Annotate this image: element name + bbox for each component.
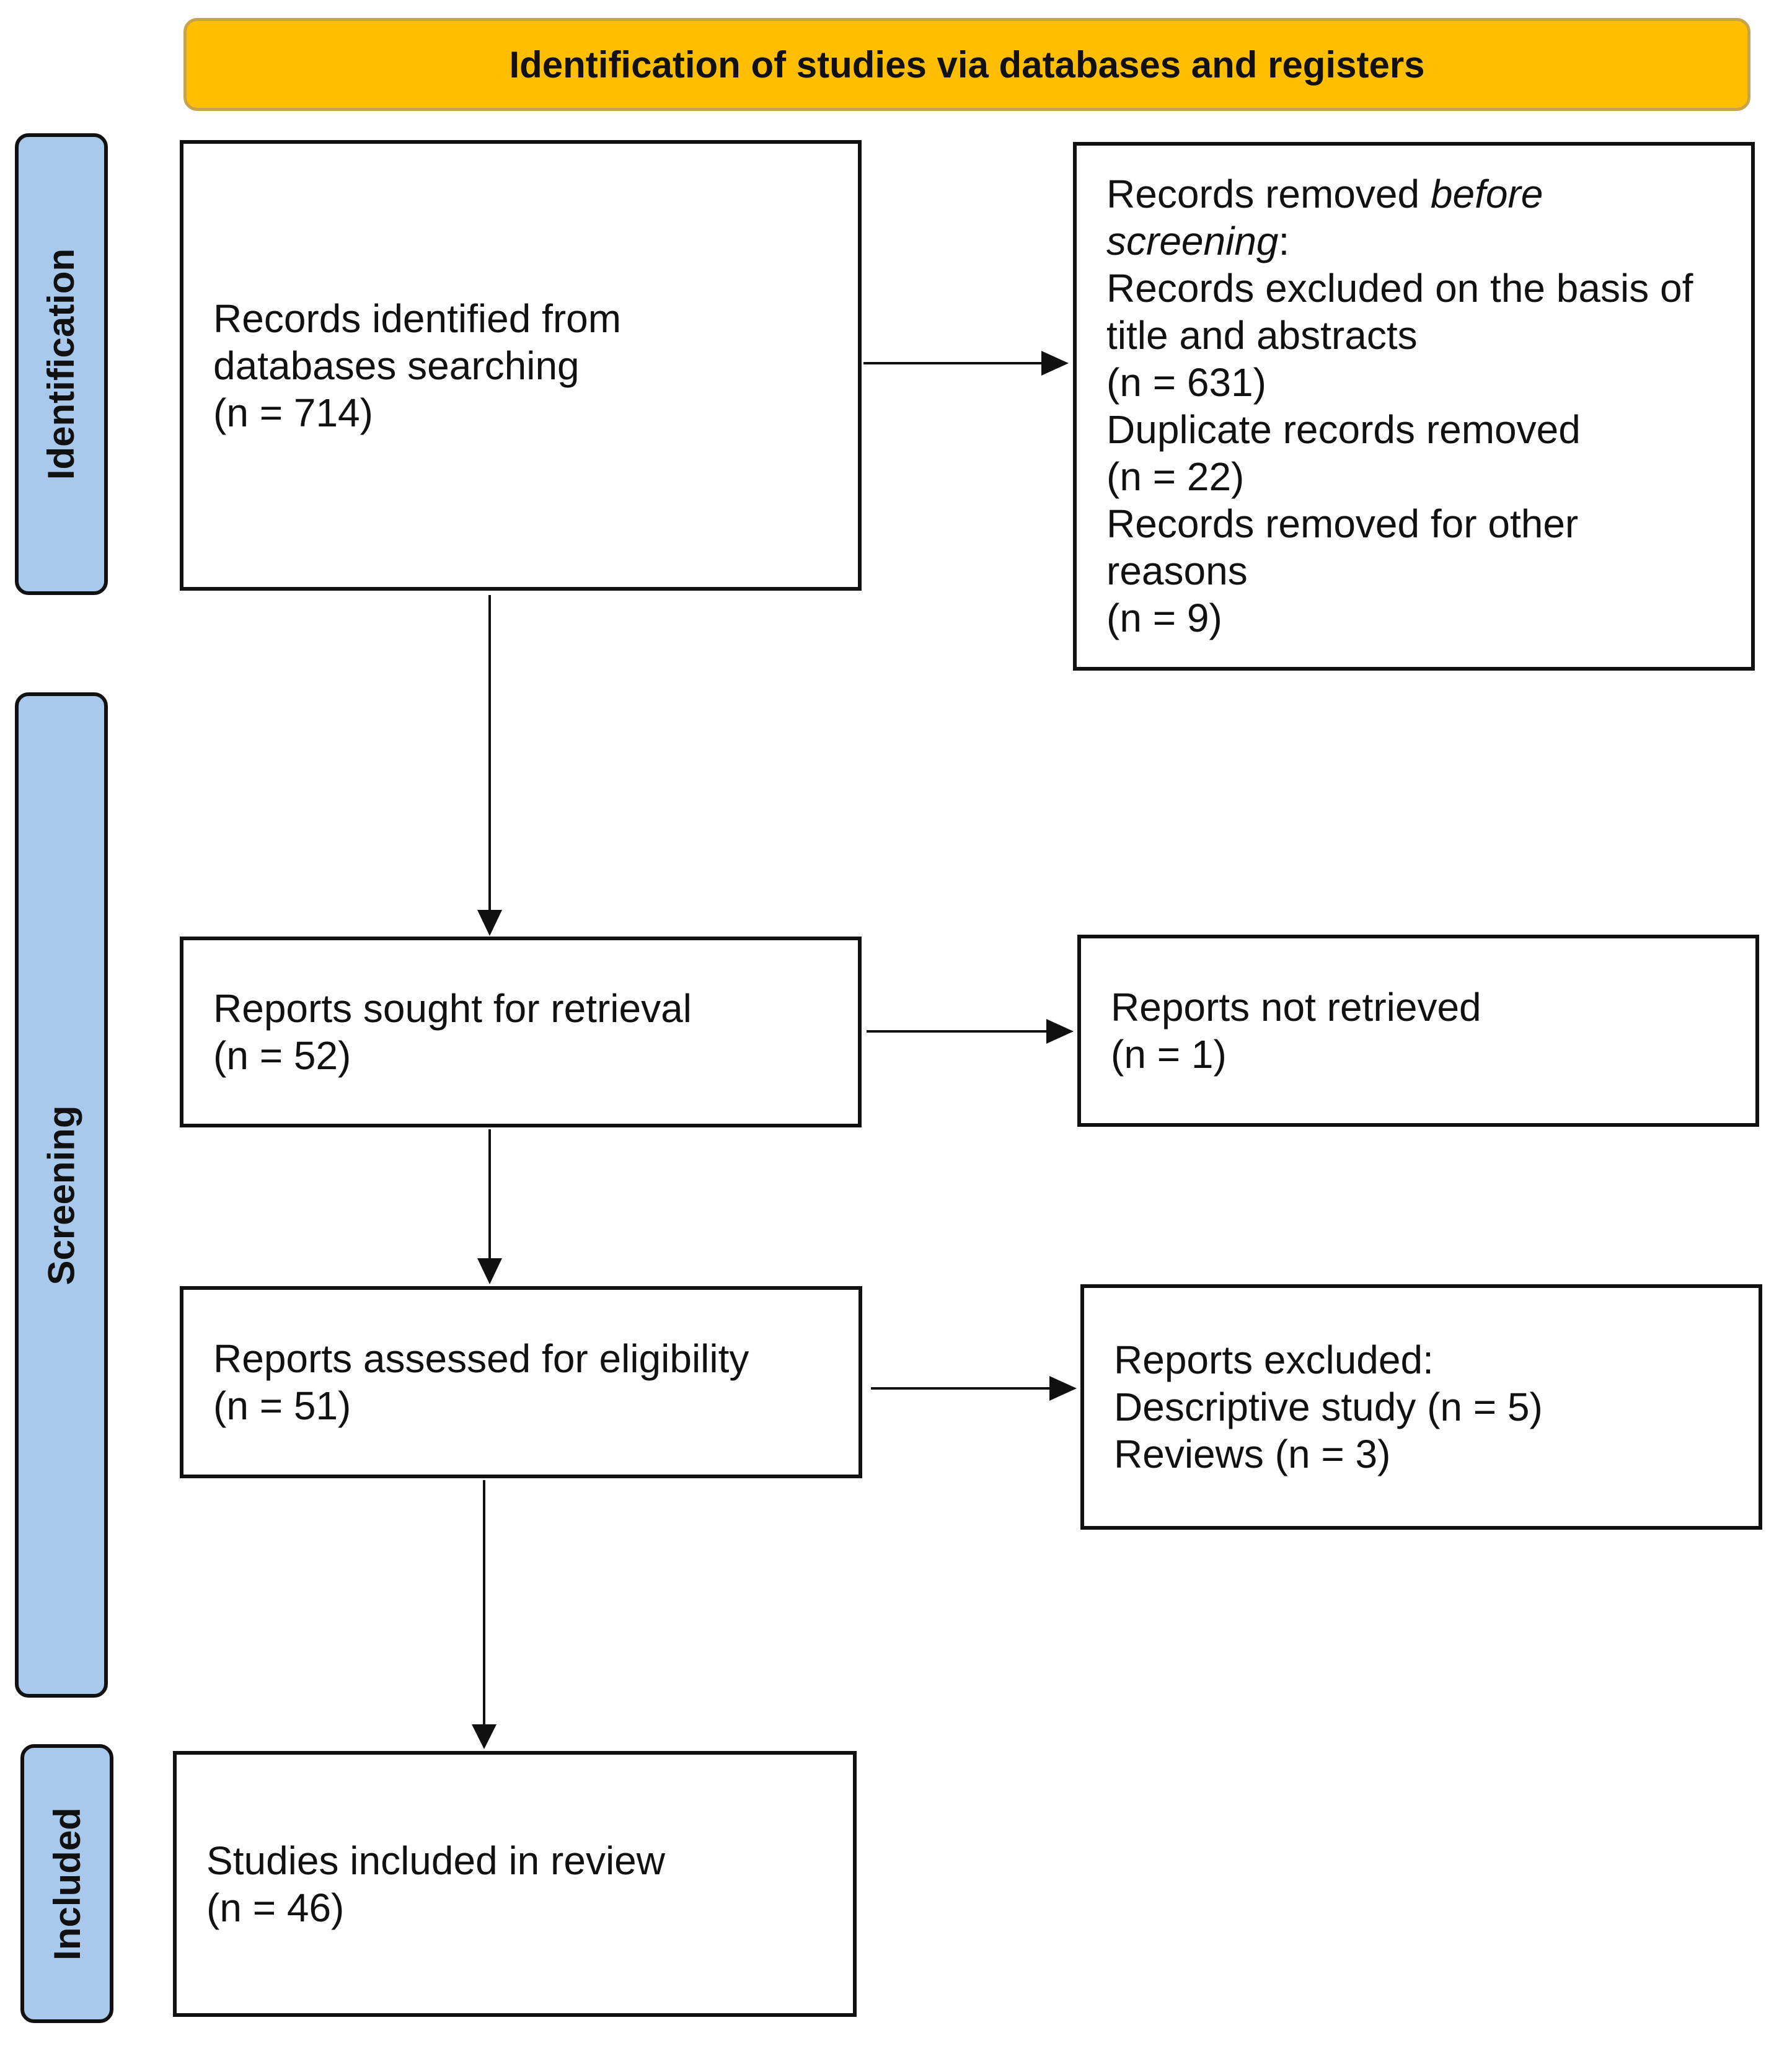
header-title: Identification of studies via databases … [509,43,1425,86]
records-identified-line2: databases searching [213,343,580,388]
reports-assessed-box: Reports assessed for eligibility (n = 51… [180,1286,862,1478]
reports-excluded-line2: Descriptive study (n = 5) [1114,1385,1543,1429]
reports-sought-box: Reports sought for retrieval (n = 52) [180,937,862,1127]
arrow-identified-to-sought-head [477,910,502,936]
records-removed-line5: (n = 631) [1106,360,1266,405]
records-identified-box: Records identified from databases search… [180,140,862,591]
records-removed-line10: (n = 9) [1106,596,1222,640]
records-removed-line1: Records removed before [1106,172,1543,216]
records-removed-line2: screening: [1106,219,1290,263]
diagram-header: Identification of studies via databases … [183,18,1750,111]
reports-assessed-label: Reports assessed for eligibility [213,1336,749,1381]
records-removed-box: Records removed before screening: Record… [1073,142,1755,671]
arrow-assessed-to-excluded-head [1049,1376,1077,1401]
reports-sought-label: Reports sought for retrieval [213,986,692,1031]
records-removed-line6: Duplicate records removed [1106,407,1581,452]
studies-included-label: Studies included in review [206,1838,665,1883]
reports-not-retrieved-count: (n = 1) [1111,1032,1227,1077]
stage-screening: Screening [15,692,108,1698]
records-removed-line7: (n = 22) [1106,454,1245,499]
reports-excluded-line3: Reviews (n = 3) [1114,1432,1391,1476]
records-identified-count: (n = 714) [213,390,373,435]
stage-included: Included [20,1744,113,2023]
reports-excluded-box: Reports excluded: Descriptive study (n =… [1080,1284,1762,1530]
records-removed-line4: title and abstracts [1106,313,1418,358]
arrow-sought-to-assessed-head [477,1258,502,1284]
records-removed-line8: Records removed for other [1106,501,1579,546]
arrow-sought-to-not-retrieved-head [1046,1019,1074,1044]
reports-excluded-label: Reports excluded: [1114,1338,1434,1382]
records-identified-line1: Records identified from [213,296,622,341]
studies-included-count: (n = 46) [206,1885,345,1930]
arrow-assessed-to-included-head [472,1724,497,1749]
records-removed-line3: Records excluded on the basis of [1106,266,1693,311]
reports-not-retrieved-box: Reports not retrieved (n = 1) [1077,935,1759,1127]
arrow-identified-to-removed-head [1041,351,1069,376]
records-removed-line9: reasons [1106,549,1248,593]
reports-sought-count: (n = 52) [213,1033,351,1078]
studies-included-box: Studies included in review (n = 46) [173,1751,857,2017]
reports-assessed-count: (n = 51) [213,1383,351,1428]
stage-identification: Identification [15,133,108,595]
reports-not-retrieved-label: Reports not retrieved [1111,985,1481,1030]
